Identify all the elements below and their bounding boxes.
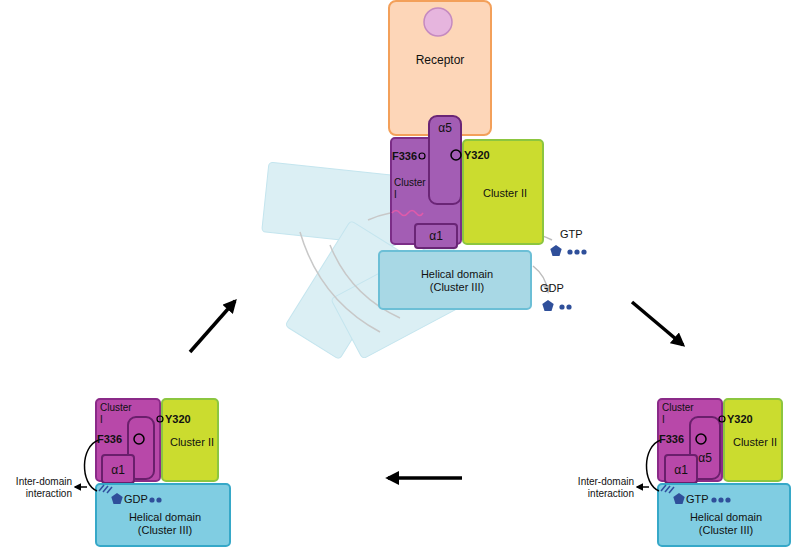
annotation-label: Inter-domain interaction (566, 476, 634, 499)
gdp-phosphates (559, 304, 571, 309)
gtp-pentagon (550, 245, 561, 256)
phosphate-dot (149, 497, 154, 502)
nucleotide-label: GTP (686, 493, 709, 506)
phosphate-dot (156, 497, 161, 502)
residue-label: Y320 (464, 149, 490, 162)
cycle-arrow (388, 476, 462, 480)
gdp-phosphates (149, 497, 161, 502)
gtp-phosphates (711, 497, 730, 502)
hatch-stroke (103, 486, 108, 492)
node-text: Helical domain (Cluster III) (402, 268, 512, 293)
residue-label: F336 (392, 150, 417, 163)
hatch-stroke (661, 485, 666, 491)
residue-marker (134, 434, 144, 444)
cycle-arrow (632, 302, 683, 345)
helix-box: α1 (101, 454, 135, 484)
node-text: Helical domain (Cluster III) (676, 511, 776, 536)
node-text: α5 (430, 122, 460, 136)
interaction-pointer (637, 486, 649, 488)
residue-marker (451, 150, 461, 160)
hatch-stroke (665, 486, 670, 492)
gdp-pentagon (111, 493, 122, 504)
hatch-stroke (107, 487, 112, 493)
helical-domain-box: Helical domain (Cluster III) (378, 250, 532, 310)
gtp-pentagon (673, 493, 684, 504)
helical-domain-box: Helical domain (Cluster III) (95, 483, 231, 547)
node-text: Receptor (390, 54, 490, 68)
helix-box: α1 (414, 223, 458, 249)
node-text: α1 (416, 230, 456, 244)
hatch-stroke (669, 487, 674, 493)
rotation-arc (300, 232, 380, 332)
interaction-curve (84, 440, 99, 491)
node-text: Cluster I (394, 177, 428, 200)
cluster-box: Cluster II (161, 398, 219, 482)
phosphate-dot (581, 249, 586, 254)
residue-marker (719, 416, 725, 422)
gtp-phosphates (567, 249, 586, 254)
nucleotide-label: GDP (124, 493, 148, 506)
node-text: Cluster II (480, 187, 530, 200)
node-text: Helical domain (Cluster III) (115, 511, 215, 536)
helix-box: α1 (664, 454, 698, 484)
helix-box: α5 (428, 115, 462, 205)
phosphate-dot (711, 497, 716, 502)
phosphate-dot (718, 497, 723, 502)
residue-label: F336 (97, 433, 122, 446)
node-text: α1 (103, 464, 133, 478)
residue-label: F336 (659, 433, 684, 446)
phosphate-dot (725, 497, 730, 502)
node-text: Cluster I (100, 402, 136, 425)
phosphate-dot (574, 249, 579, 254)
interaction-pointer (75, 486, 87, 488)
interaction-hatch (661, 485, 674, 493)
phosphate-dot (566, 304, 571, 309)
residue-marker (696, 434, 706, 444)
residue-label: Y320 (165, 413, 191, 426)
node-text: Cluster II (730, 436, 780, 449)
cycle-arrow (190, 301, 235, 352)
hatch-stroke (99, 485, 104, 491)
linker-squiggle (392, 211, 423, 216)
residue-marker (419, 153, 425, 159)
node-text: Cluster I (662, 402, 698, 425)
annotation-label: Inter-domain interaction (4, 476, 72, 499)
interaction-hatch (99, 485, 112, 493)
node-text: α1 (666, 464, 696, 478)
helical-domain-ghost (262, 162, 405, 246)
phosphate-dot (567, 249, 572, 254)
nucleotide-label: GTP (560, 228, 583, 241)
residue-marker (157, 416, 163, 422)
node-text: Cluster II (167, 436, 217, 449)
helical-domain-box: Helical domain (Cluster III) (657, 483, 791, 547)
interaction-curve (646, 440, 661, 491)
phosphate-dot (559, 304, 564, 309)
residue-label: Y320 (727, 413, 753, 426)
nucleotide-label: GDP (540, 282, 564, 295)
ligand (424, 8, 452, 36)
cluster-box: Cluster II (723, 398, 783, 482)
gdp-pentagon (542, 300, 553, 311)
